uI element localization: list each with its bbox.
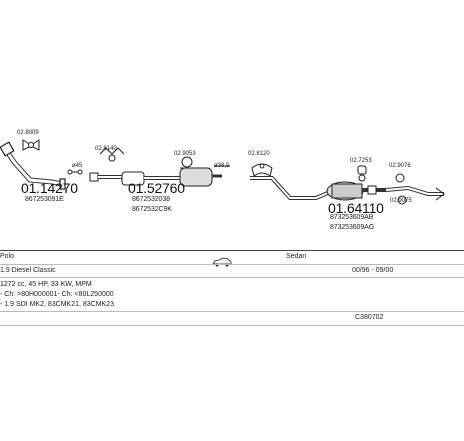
clamp-45-icon (67, 169, 83, 175)
car-side-icon (212, 254, 232, 267)
clamp-02-8120-icon (251, 163, 273, 177)
body-type: Sedan (286, 253, 307, 260)
clamp-02-8140-icon (99, 147, 125, 162)
chassis-range: - Ch: >80H000001- Ch: <80L250000 (0, 291, 114, 298)
hanger-02-9075-icon (397, 195, 407, 205)
production-dates: 00/96 - 09/00 (352, 267, 394, 274)
catalog-code: C380702 (355, 314, 384, 321)
intermediate-pipe (89, 167, 222, 187)
model-name: Polo (0, 253, 15, 260)
oem-number: 8672532038 (132, 196, 170, 203)
divider (0, 264, 464, 265)
rear-silencer (250, 176, 445, 201)
exhaust-system-drawing (0, 139, 445, 205)
oem-number: 8672532C9K (132, 206, 172, 213)
hanger-02-9076-icon (395, 173, 405, 183)
engine-codes: - 1.9 SDI MK2, 83CMK21, 83CMK23 (0, 301, 114, 308)
hanger-02-9053-icon (180, 156, 194, 169)
oem-number: 873253609AB (330, 214, 374, 221)
part-number: 01.14270 (21, 180, 78, 196)
exhaust-diagram: 02.8009 01.14270 867253091E 02.8140 ø45 … (0, 130, 445, 231)
accessory-label: 02.8009 (17, 130, 39, 136)
engine-spec: 1272 cc, 45 HP, 33 KW, MPM (0, 281, 92, 288)
divider (0, 277, 464, 278)
divider (0, 250, 464, 251)
part-number: 01.64110 (328, 200, 384, 216)
hanger-02-7253-icon (357, 165, 367, 182)
accessory-label: 02.7253 (350, 158, 372, 164)
oem-number: 873253609AG (330, 224, 375, 231)
accessory-label: 02.9053 (174, 151, 196, 157)
gasket-02-8009-icon (22, 139, 40, 151)
diameter-label: ø45 (72, 163, 83, 169)
oem-number: 867253091E (25, 196, 64, 203)
front-pipe (0, 141, 66, 190)
accessory-label: 02.9076 (389, 163, 411, 169)
accessory-label: 02.8120 (248, 151, 270, 157)
variant: 1.9 Diesel Classic (0, 267, 56, 274)
part-number: 01.52760 (128, 180, 185, 196)
divider (0, 311, 464, 312)
diameter-label: ø38,5 (214, 163, 230, 169)
accessory-label: 02.8140 (95, 146, 117, 152)
divider (0, 325, 464, 326)
accessory-label: 02.9075 (390, 198, 412, 204)
